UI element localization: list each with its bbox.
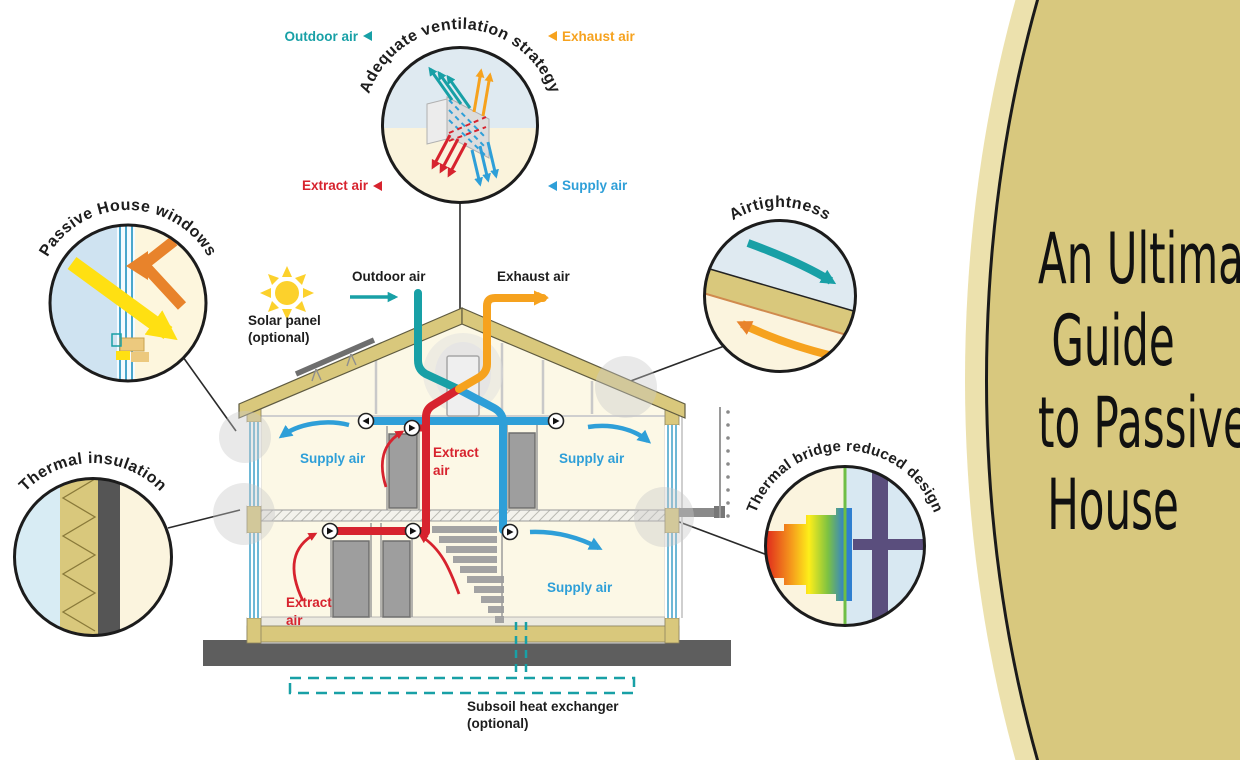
outdoor-air-pipe [414, 289, 462, 393]
triangle-icon [363, 31, 372, 41]
structure-beam [853, 539, 924, 550]
exhaust-pipe [455, 290, 550, 393]
outdoor-air-label: Outdoor air [352, 269, 426, 284]
extract-air-label: air [286, 613, 303, 628]
bottom-slab [246, 625, 680, 643]
door [388, 433, 418, 509]
title-line: Guide [1051, 300, 1175, 382]
triple-glazed-window [667, 425, 677, 618]
room-labels: Supply air Supply air Supply air Extract… [286, 445, 625, 628]
reflected-heat-arrow [126, 236, 187, 310]
thermal-gradient [766, 508, 852, 601]
callout-windows: Passive House windows [36, 197, 219, 383]
airflow-arrows [278, 420, 652, 602]
triangle-icon [548, 31, 557, 41]
intake-exhaust-labels: Outdoor air Exhaust air Solar panel (opt… [248, 269, 571, 345]
triple-glazed-window [249, 422, 259, 618]
extract-air-label: Extract [286, 595, 332, 610]
supply-air-key: Supply air [562, 178, 628, 193]
callout-ventilation: Adequate ventilation strategy Outdoor ai… [285, 16, 636, 204]
wall-layer [704, 267, 856, 338]
staircase [432, 526, 504, 623]
floor-slab [260, 509, 666, 522]
subsoil-label: Subsoil heat exchanger [467, 699, 619, 714]
extract-trunk [422, 385, 463, 536]
detail-highlight-spots [213, 356, 694, 547]
roof [238, 307, 686, 419]
supply-trunk [454, 385, 507, 534]
vent [501, 523, 519, 541]
callout-thermal-bridge: Thermal bridge reduced design [744, 438, 946, 627]
outside-air-arrow [746, 239, 837, 285]
inside-air-arrow [736, 320, 834, 360]
window-frame-detail [111, 333, 149, 362]
left-wall [246, 408, 262, 644]
extract-air-key: Extract air [302, 178, 369, 193]
supply-air-label: Supply air [300, 451, 366, 466]
callout-insulation: Thermal insulation [13, 450, 173, 637]
vent [404, 522, 422, 540]
callout-connector-lines [167, 203, 771, 557]
title-panel [985, 0, 1240, 760]
vent [403, 419, 421, 437]
vent [357, 412, 375, 430]
solar-panel [294, 337, 376, 382]
title-line: An Ultimate [1038, 218, 1240, 300]
triangle-icon [548, 181, 557, 191]
house-cross-section [203, 266, 731, 666]
triangle-icon [373, 181, 382, 191]
title-line: to Passive [1038, 382, 1240, 464]
outdoor-air-key: Outdoor air [285, 29, 359, 44]
supply-air-label: Supply air [547, 580, 613, 595]
exhaust-air-label: Exhaust air [497, 269, 571, 284]
extract-air-label: air [433, 463, 450, 478]
page-title: An Ultimate Guide to Passive House [988, 218, 1240, 546]
wall-layer [98, 478, 120, 636]
vent [321, 522, 339, 540]
sunlight-arrow [67, 256, 178, 341]
vent [547, 412, 565, 430]
callout-airtightness: Airtightness [703, 194, 857, 373]
balcony [679, 407, 730, 518]
title-line: House [1047, 464, 1179, 546]
door [382, 540, 411, 618]
solar-panel-label: Solar panel [248, 313, 321, 328]
subsoil-heat-exchanger: Subsoil heat exchanger (optional) [288, 622, 636, 731]
supply-air-label: Supply air [559, 451, 625, 466]
subsoil-label: (optional) [467, 716, 528, 731]
air-vents [321, 412, 565, 541]
extract-air-label: Extract [433, 445, 479, 460]
door [508, 432, 536, 509]
solar-panel-label: (optional) [248, 330, 309, 345]
door [332, 540, 370, 618]
sun-icon [260, 266, 314, 320]
foundation [203, 640, 731, 666]
doors [330, 425, 538, 618]
exhaust-air-key: Exhaust air [562, 29, 636, 44]
